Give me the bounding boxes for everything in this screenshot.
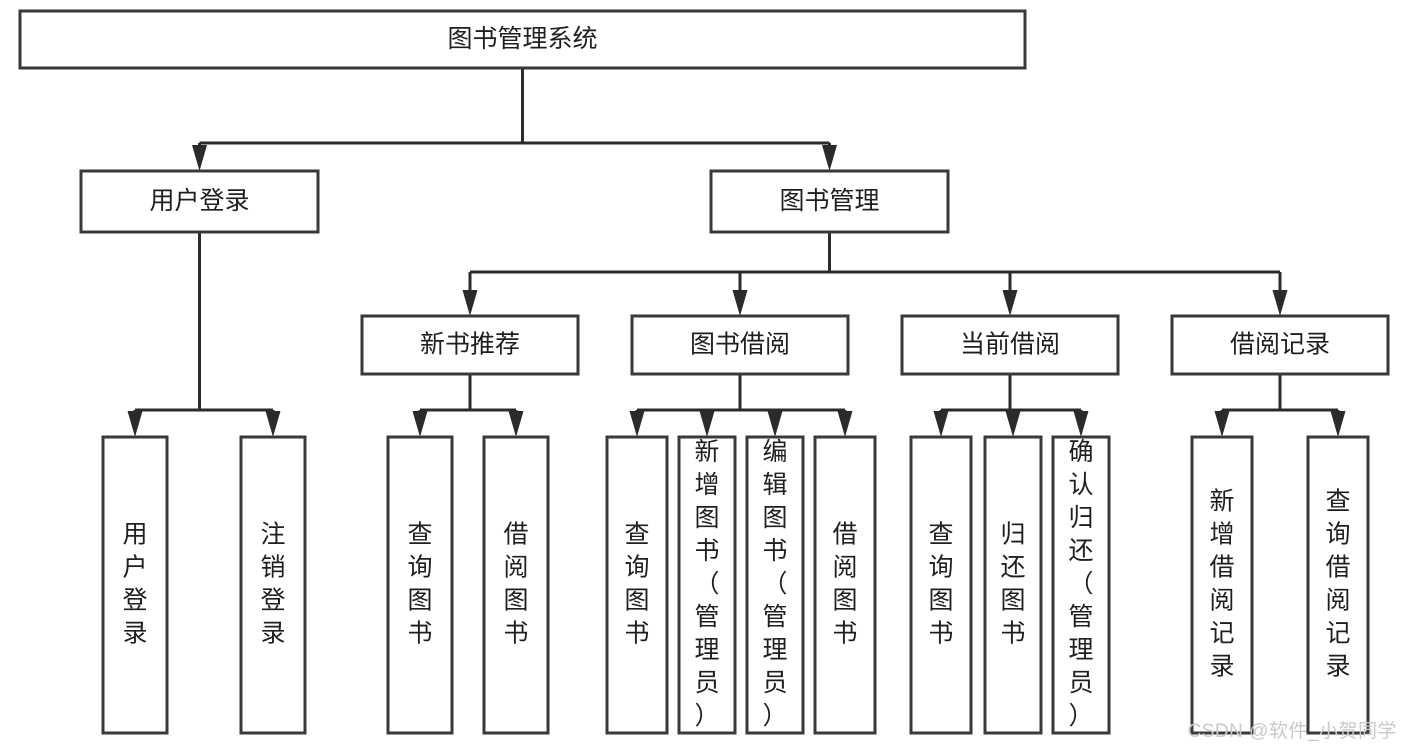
arrow-head-icon (699, 411, 715, 437)
node-box (630, 314, 850, 376)
arrow-head-icon (1073, 411, 1089, 437)
arrow-head-icon (629, 411, 645, 437)
node-label: 编辑图书（管理员） (762, 438, 787, 730)
node-new-book-rec[interactable]: 新书推荐 (360, 314, 580, 376)
node-label: 确认归还（管理员） (1068, 438, 1093, 730)
node-box (605, 435, 669, 735)
node-label: 图书管理 (779, 187, 879, 215)
node-current-borrow[interactable]: 当前借阅 (900, 314, 1120, 376)
node-layer: 图书管理系统用户登录图书管理新书推荐图书借阅当前借阅借阅记录用户登录注销登录查询… (18, 9, 1390, 735)
arrow-head-icon (767, 411, 783, 437)
node-leaf-rec-query[interactable]: 查询图书 (386, 435, 454, 735)
arrow-head-icon (822, 145, 837, 171)
node-box (900, 314, 1120, 376)
node-box (983, 435, 1043, 735)
node-book-borrow[interactable]: 图书借阅 (630, 314, 850, 376)
node-label: 归还图书 (1000, 520, 1025, 647)
arrow-head-icon (508, 411, 524, 437)
node-box (101, 435, 169, 735)
node-label: 图书管理系统 (447, 25, 597, 53)
node-leaf-rec-borrow[interactable]: 借阅图书 (482, 435, 550, 735)
watermark-text: CSDN @软件_小贺同学 (1187, 721, 1397, 742)
node-label: 用户登录 (122, 520, 147, 647)
node-leaf-user-login[interactable]: 用户登录 (101, 435, 169, 735)
node-leaf-br-add[interactable]: 新增借阅记录 (1190, 435, 1254, 735)
node-box (1170, 314, 1390, 376)
arrow-head-icon (127, 411, 143, 437)
node-box (1306, 435, 1370, 735)
node-borrow-record[interactable]: 借阅记录 (1170, 314, 1390, 376)
node-box (677, 435, 737, 735)
node-box (745, 435, 805, 735)
arrow-head-icon (1330, 411, 1346, 437)
arrow-head-icon (412, 411, 428, 437)
arrow-head-icon (1002, 290, 1018, 316)
node-leaf-bb-borrow[interactable]: 借阅图书 (813, 435, 877, 735)
node-label: 用户登录 (149, 187, 249, 215)
node-label: 查询图书 (928, 520, 953, 647)
node-label: 借阅图书 (832, 520, 857, 647)
arrow-head-icon (1272, 290, 1288, 316)
node-label: 新增借阅记录 (1209, 487, 1234, 680)
node-box (909, 435, 973, 735)
node-box (360, 314, 580, 376)
node-label: 新书推荐 (420, 331, 520, 359)
node-label: 新增图书（管理员） (694, 438, 719, 730)
arrow-head-icon (933, 411, 949, 437)
node-leaf-cb-confirm[interactable]: 确认归还（管理员） (1051, 435, 1111, 735)
node-leaf-bb-query[interactable]: 查询图书 (605, 435, 669, 735)
node-label: 查询图书 (624, 520, 649, 647)
node-box (1190, 435, 1254, 735)
node-user-login[interactable]: 用户登录 (79, 169, 320, 234)
arrow-head-icon (192, 145, 207, 171)
node-box (1051, 435, 1111, 735)
node-leaf-cb-query[interactable]: 查询图书 (909, 435, 973, 735)
node-label: 查询图书 (407, 520, 432, 647)
node-box (79, 169, 320, 234)
connector-layer (127, 68, 1346, 437)
node-book-manage[interactable]: 图书管理 (709, 169, 950, 234)
node-box (709, 169, 950, 234)
node-leaf-user-logout[interactable]: 注销登录 (239, 435, 307, 735)
node-label: 注销登录 (260, 520, 285, 647)
node-leaf-bb-add[interactable]: 新增图书（管理员） (677, 435, 737, 735)
node-label: 查询借阅记录 (1325, 487, 1350, 680)
node-label: 当前借阅 (960, 331, 1060, 359)
node-label: 图书借阅 (690, 331, 790, 359)
arrow-head-icon (1214, 411, 1230, 437)
node-box (386, 435, 454, 735)
arrow-head-icon (462, 290, 478, 316)
node-root[interactable]: 图书管理系统 (18, 9, 1027, 70)
arrow-head-icon (732, 290, 748, 316)
arrow-head-icon (837, 411, 853, 437)
node-label: 借阅图书 (503, 520, 528, 647)
node-label: 借阅记录 (1230, 331, 1330, 359)
node-box (482, 435, 550, 735)
arrow-head-icon (265, 411, 281, 437)
node-box (239, 435, 307, 735)
node-leaf-cb-return[interactable]: 归还图书 (983, 435, 1043, 735)
arrow-head-icon (1005, 411, 1021, 437)
node-leaf-br-query[interactable]: 查询借阅记录 (1306, 435, 1370, 735)
node-box (18, 9, 1027, 70)
node-leaf-bb-edit[interactable]: 编辑图书（管理员） (745, 435, 805, 735)
node-box (813, 435, 877, 735)
